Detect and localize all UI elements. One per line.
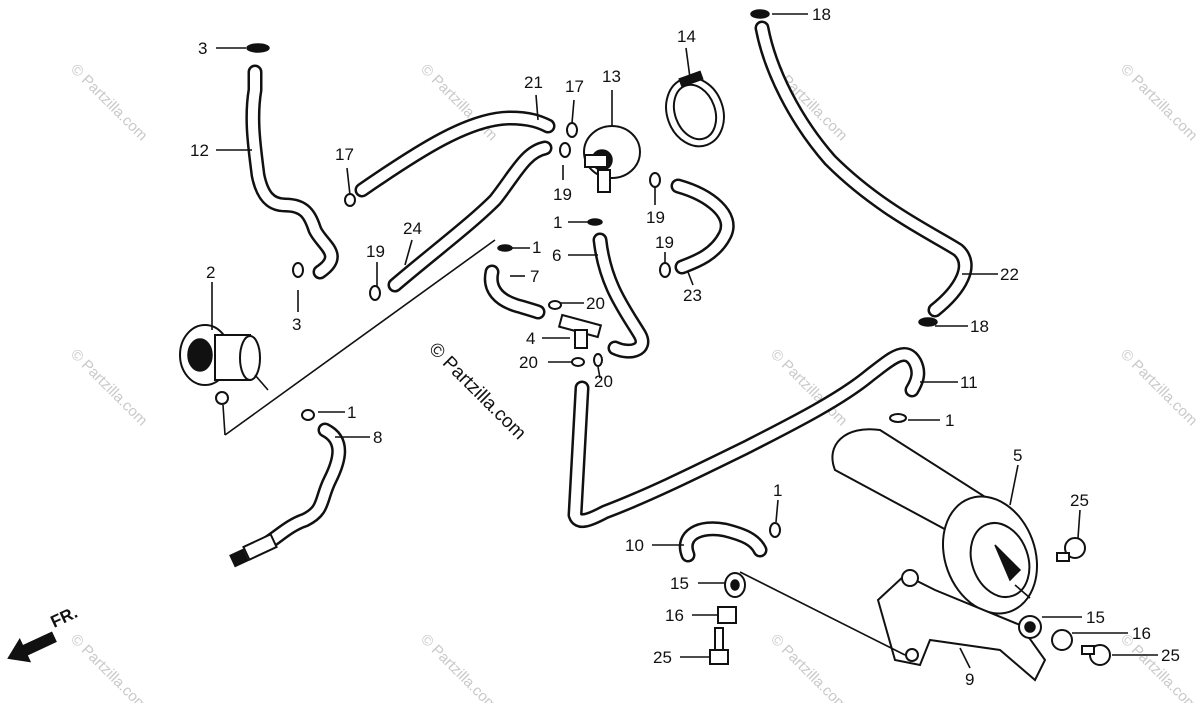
bolt-25-right bbox=[1081, 644, 1111, 666]
callout: 1 bbox=[553, 213, 562, 232]
direction-label: FR. bbox=[48, 603, 81, 632]
leader-lines bbox=[211, 13, 1158, 669]
callout: 8 bbox=[373, 428, 382, 447]
watermark: © Partzilla.com bbox=[417, 631, 500, 703]
watermark: © Partzilla.com bbox=[67, 631, 150, 703]
valve-13 bbox=[583, 125, 641, 193]
collar-16-left bbox=[717, 606, 737, 624]
reference-line bbox=[739, 571, 906, 656]
callout: 9 bbox=[965, 670, 974, 689]
watermark: © Partzilla.com bbox=[1117, 346, 1200, 429]
hose-6 bbox=[592, 232, 650, 359]
clips bbox=[246, 9, 938, 538]
callout: 17 bbox=[565, 77, 584, 96]
hose-7 bbox=[483, 264, 546, 320]
callout: 16 bbox=[665, 606, 684, 625]
callout: 1 bbox=[347, 403, 356, 422]
callout: 25 bbox=[1070, 491, 1089, 510]
hose-10 bbox=[678, 521, 768, 563]
callout: 22 bbox=[1000, 265, 1019, 284]
fuel-pump bbox=[179, 324, 269, 405]
callouts: 3 12 17 21 17 13 14 18 19 1 19 24 1 6 19… bbox=[190, 5, 1180, 689]
hose-24 bbox=[387, 140, 553, 293]
callout: 15 bbox=[1086, 608, 1105, 627]
callout: 19 bbox=[366, 242, 385, 261]
callout: 5 bbox=[1013, 446, 1022, 465]
watermark: © Partzilla.com bbox=[67, 346, 150, 429]
front-direction-arrow-icon bbox=[7, 631, 57, 663]
callout: 16 bbox=[1132, 624, 1151, 643]
callout: 18 bbox=[970, 317, 989, 336]
bolt-25-left bbox=[709, 627, 729, 665]
t-joint-4 bbox=[557, 313, 603, 349]
callout: 1 bbox=[532, 238, 541, 257]
watermark: © Partzilla.com bbox=[1117, 61, 1200, 144]
watermark: © Partzilla.com bbox=[67, 61, 150, 144]
callout: 20 bbox=[594, 372, 613, 391]
watermark: © Partzilla.com bbox=[767, 631, 850, 703]
clamp-band-14 bbox=[665, 70, 725, 148]
callout: 19 bbox=[553, 185, 572, 204]
hose-23 bbox=[670, 178, 735, 275]
callout: 3 bbox=[292, 315, 301, 334]
callout: 4 bbox=[526, 329, 535, 348]
collar-16-right bbox=[1051, 629, 1073, 651]
center-watermark: © Partzilla.com bbox=[424, 339, 529, 444]
fitting-8-end bbox=[229, 532, 278, 568]
callout: 7 bbox=[530, 267, 539, 286]
watermark: © Partzilla.com bbox=[1117, 631, 1200, 703]
hose-22 bbox=[754, 20, 973, 318]
callout: 11 bbox=[960, 373, 978, 392]
callout: 13 bbox=[602, 67, 621, 86]
callout: 20 bbox=[586, 294, 605, 313]
callout: 12 bbox=[190, 141, 209, 160]
hose-12 bbox=[245, 64, 339, 280]
callout: 25 bbox=[1161, 646, 1180, 665]
callout: 1 bbox=[945, 411, 954, 430]
callout: 20 bbox=[519, 353, 538, 372]
callout: 3 bbox=[198, 39, 207, 58]
callout: 23 bbox=[683, 286, 702, 305]
callout: 19 bbox=[655, 233, 674, 252]
callout: 19 bbox=[646, 208, 665, 227]
callout: 21 bbox=[524, 73, 543, 92]
callout: 2 bbox=[206, 263, 215, 282]
reference-line bbox=[224, 239, 496, 436]
reference-line bbox=[222, 404, 226, 436]
bolt-25-upper bbox=[1056, 537, 1086, 562]
callout: 1 bbox=[773, 481, 782, 500]
grommet-15-left bbox=[724, 572, 746, 598]
hose-21 bbox=[354, 110, 556, 198]
bracket-9 bbox=[876, 569, 1047, 682]
hose-8 bbox=[257, 422, 347, 553]
callout: 18 bbox=[812, 5, 831, 24]
canister-5 bbox=[831, 428, 1039, 615]
callout: 10 bbox=[625, 536, 644, 555]
grommet-15-right bbox=[1018, 615, 1042, 639]
callout: 24 bbox=[403, 219, 422, 238]
callout: 17 bbox=[335, 145, 354, 164]
hose-long-return bbox=[567, 347, 926, 529]
callout: 25 bbox=[653, 648, 672, 667]
callout: 14 bbox=[677, 27, 696, 46]
callout: 6 bbox=[552, 246, 561, 265]
callout: 15 bbox=[670, 574, 689, 593]
